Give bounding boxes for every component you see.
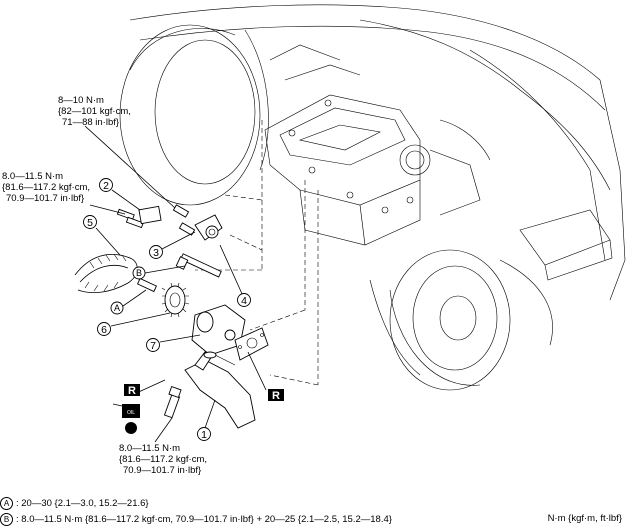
svg-text:{81.6—117.2 kgf·cm,: {81.6—117.2 kgf·cm, [119, 454, 207, 465]
callout-A: A [110, 301, 124, 315]
torque-spec-upper: 8—10 N·m {82—101 kgf·cm, 71—88 in·lbf} [58, 95, 131, 128]
callout-4: 4 [237, 293, 251, 307]
oil-pump-sprocket [161, 282, 190, 318]
legend-b-letter: B [0, 513, 13, 526]
legend-a-text: : 20—30 {2.1—3.0, 15.2—21.6} [16, 498, 149, 509]
oil-can-icon: OIL [112, 403, 140, 434]
units-label: N·m {kgf·m, ft·lbf} [547, 513, 622, 524]
replace-marker-right: R [268, 389, 284, 402]
callout-B: B [132, 266, 146, 280]
svg-text:{82—101 kgf·cm,: {82—101 kgf·cm, [58, 106, 131, 117]
strainer-bolt [163, 385, 182, 419]
callout-2: 2 [99, 178, 113, 192]
gasket [234, 327, 269, 361]
timing-chain [74, 253, 138, 294]
svg-text:8.0—11.5 N·m: 8.0—11.5 N·m [119, 443, 180, 454]
upper-bolts [172, 204, 223, 241]
svg-text:2: 2 [103, 180, 109, 192]
callout-5: 5 [83, 215, 97, 229]
callout-1: 1 [197, 427, 211, 441]
callout-6: 6 [97, 322, 111, 336]
replace-marker-left: R [124, 384, 140, 397]
svg-text:3: 3 [153, 247, 159, 259]
svg-text:7: 7 [150, 340, 156, 352]
svg-text:1: 1 [201, 429, 207, 441]
svg-text:A: A [114, 303, 120, 313]
exploded-diagram: OIL 8—10 N·m {82—101 kgf·cm, 71—88 in·lb… [2, 4, 626, 476]
callout-7: 7 [146, 338, 160, 352]
svg-text:8.0—11.5 N·m: 8.0—11.5 N·m [2, 171, 63, 182]
torque-spec-left: 8.0—11.5 N·m {81.6—117.2 kgf·cm, 70.9—10… [2, 171, 90, 204]
long-bolt [175, 253, 222, 278]
svg-text:8—10 N·m: 8—10 N·m [58, 95, 104, 106]
svg-text:5: 5 [87, 217, 93, 229]
svg-text:R: R [128, 385, 136, 397]
bolt-pair [116, 205, 162, 229]
svg-text:6: 6 [101, 324, 107, 336]
svg-text:B: B [136, 268, 142, 278]
assembly-guide-lines [195, 120, 319, 386]
o-ring [203, 351, 217, 359]
legend-a-letter: A [0, 497, 13, 510]
oil-pump [191, 304, 246, 356]
leader-lines [84, 125, 267, 443]
svg-text:{81.6—117.2 kgf·cm,: {81.6—117.2 kgf·cm, [2, 182, 90, 193]
torque-spec-bottom: 8.0—11.5 N·m {81.6—117.2 kgf·cm, 70.9—10… [119, 443, 207, 476]
svg-text:70.9—101.7 in·lbf}: 70.9—101.7 in·lbf} [6, 193, 84, 204]
legend-b: B : 8.0—11.5 N·m {81.6—117.2 kgf·cm, 70.… [0, 513, 392, 526]
legend-a: A : 20—30 {2.1—3.0, 15.2—21.6} [0, 497, 149, 510]
sprocket-bolt [136, 277, 158, 293]
oil-strainer [184, 351, 256, 429]
svg-text:70.9—101.7 in·lbf}: 70.9—101.7 in·lbf} [123, 465, 201, 476]
legend-b-text: : 8.0—11.5 N·m {81.6—117.2 kgf·cm, 70.9—… [16, 514, 392, 525]
svg-text:71—88 in·lbf}: 71—88 in·lbf} [62, 117, 119, 128]
svg-text:OIL: OIL [127, 410, 135, 416]
svg-text:4: 4 [241, 295, 247, 307]
callout-3: 3 [149, 245, 163, 259]
svg-text:R: R [272, 390, 280, 402]
